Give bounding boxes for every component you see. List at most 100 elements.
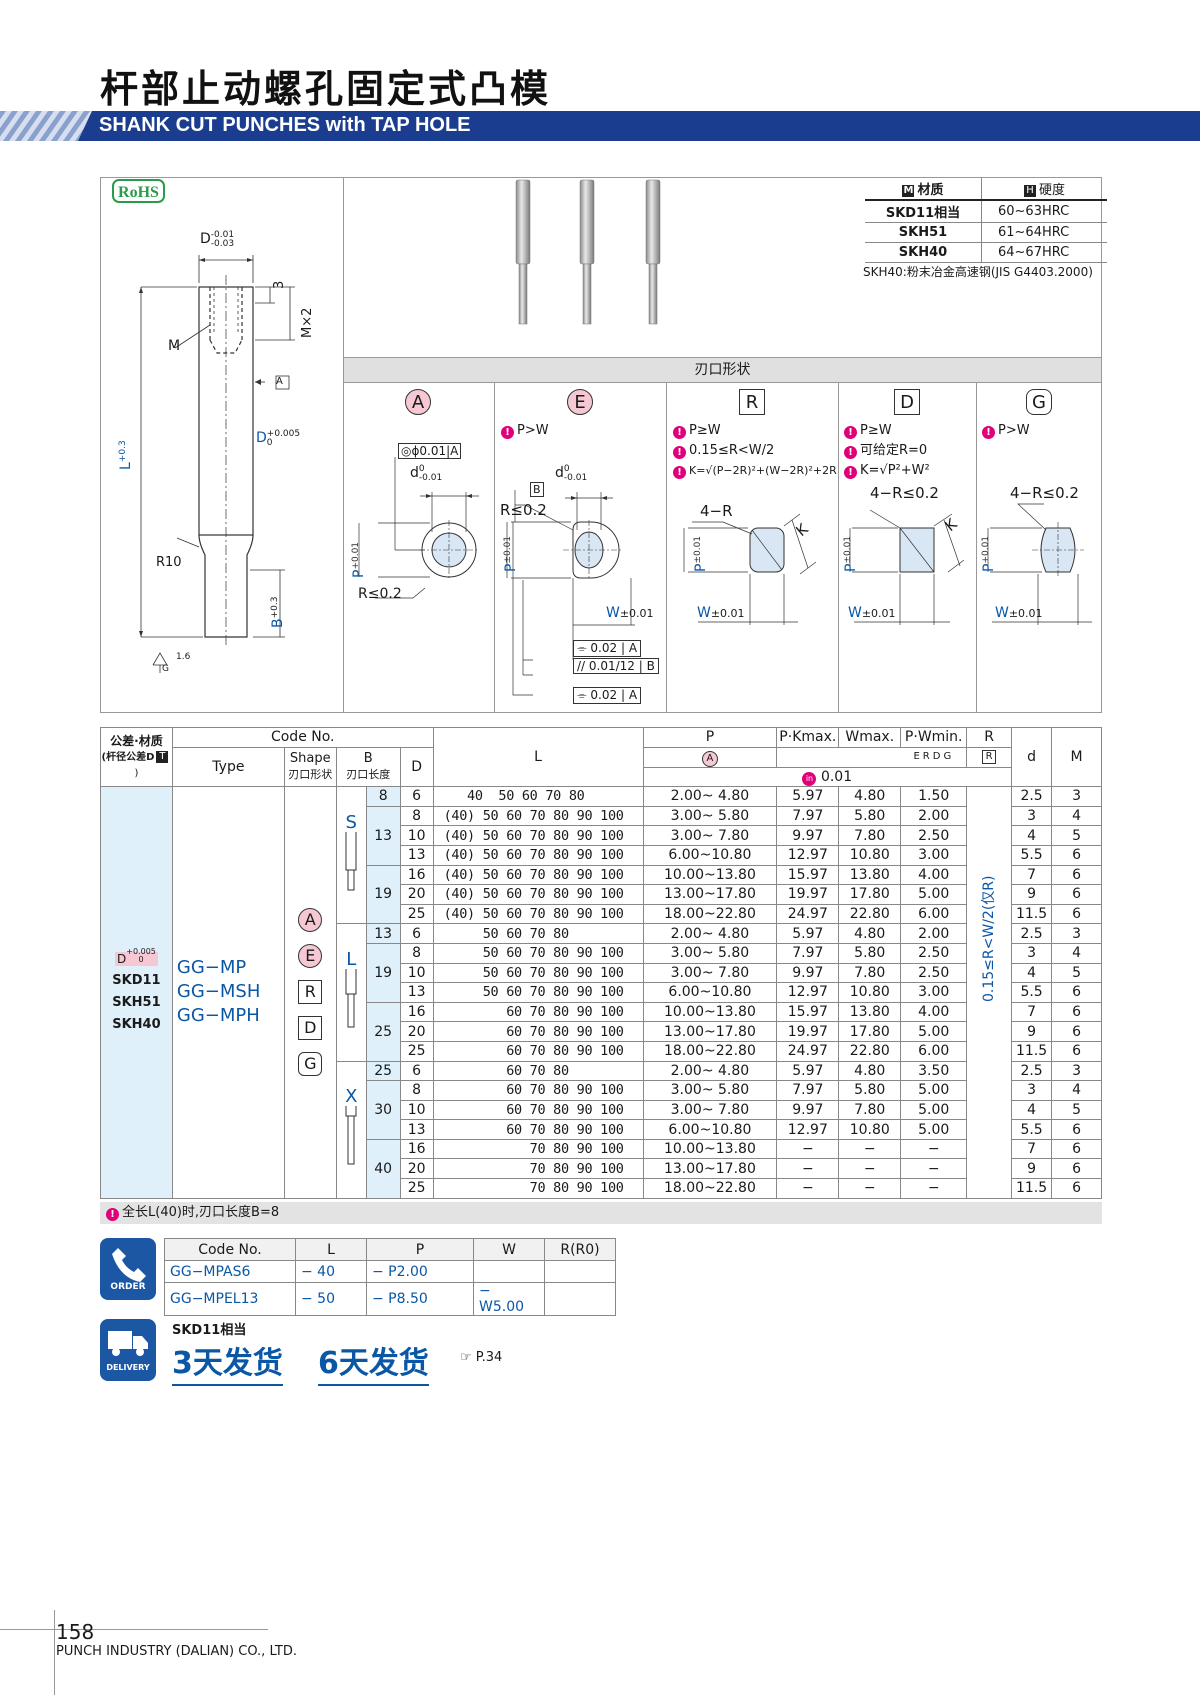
title-bar (0, 111, 1200, 141)
shape-e-w-label: W±0.01 (606, 605, 654, 621)
frame-divider (343, 382, 1101, 383)
pkmax-header: P·Kmax. (776, 727, 840, 748)
frame-divider (494, 382, 495, 713)
shape-r-radius-label: 4−R (700, 502, 733, 520)
shape-e-d-label: d0-0.01 (555, 464, 588, 483)
frame-divider (976, 382, 977, 713)
r-range-cell: 0.15≤R<W/2(仅R) (966, 786, 1013, 1199)
shape-r-p-label: P±0.01 (693, 535, 709, 572)
r-shape-note: R (966, 746, 1013, 768)
table-header-row: in 0.01 (101, 766, 1102, 788)
shape-d-radius-label: 4−R≤0.2 (870, 484, 939, 502)
shape-r-w-label: W±0.01 (697, 605, 745, 621)
shape-r-drawing (683, 513, 817, 625)
shape-d-w-label: W±0.01 (848, 605, 896, 621)
frame-divider (343, 177, 344, 713)
wmax-header: Wmax. (838, 727, 902, 748)
w-shapes-note: ERDG (776, 746, 968, 768)
order-row: GG−MPAS6− 40− P2.00 (164, 1260, 616, 1283)
code-no-header: Code No. (171, 727, 434, 748)
shape-d-p-label: P±0.01 (843, 535, 859, 572)
concentricity-callout: ◎ϕ0.01|A (398, 443, 462, 459)
page-reference-link[interactable]: ☞ P.34 (460, 1350, 503, 1365)
delivery-6day: 6天发货 (318, 1338, 429, 1386)
p-header: P (642, 727, 778, 748)
s-type-cell: S (335, 786, 367, 925)
shape-g-p-label: P+0.01 (981, 535, 997, 572)
x-type-cell: X (335, 1060, 367, 1199)
shape-g-conditions: !P>W (982, 421, 1030, 441)
order-row: GG−MPEL13− 50− P8.50− W5.00 (164, 1282, 616, 1316)
material-note: SKH40:粉末冶金高速钢(JIS G4403.2000) (863, 265, 1093, 279)
shape-d-drawing (849, 509, 965, 625)
shape-e-marker: E (567, 389, 593, 415)
frame-divider (838, 382, 839, 713)
shape-a-p-label: P+0.01 (351, 541, 367, 578)
frame-divider (666, 382, 667, 713)
company-name: PUNCH INDUSTRY (DALIAN) CO., LTD. (56, 1644, 297, 1659)
depth-label: 3 (272, 280, 287, 289)
tap-size-label: M (168, 338, 181, 354)
shape-e-p-label: P±0.01 (503, 535, 519, 572)
shape-g-drawing (987, 503, 1092, 625)
table-note: !全长L(40)时,刃口长度B=8 (100, 1202, 1102, 1224)
d-header: D (399, 746, 434, 788)
r-header: R (966, 727, 1013, 748)
tap-depth-label: M×2 (300, 307, 315, 338)
l-type-cell: L (335, 923, 367, 1062)
shape-e-drawing (506, 490, 635, 696)
shape-e-conditions: !P>W (501, 421, 549, 441)
page-title: 杆部止动螺孔固定式凸模 (100, 67, 552, 111)
footer-rule (0, 1629, 268, 1630)
radius-label: R10 (156, 555, 182, 570)
shank-diameter-label: D-0.01-0.03 (200, 230, 235, 249)
frame-divider (343, 357, 1101, 358)
shape-a-drawing (358, 457, 479, 599)
delivery-icon: DELIVERY (100, 1319, 156, 1381)
flatness-callout: ⌯ 0.02 | A (573, 640, 642, 657)
page-subtitle: SHANK CUT PUNCHES with TAP HOLE (99, 114, 471, 136)
punch-drawing (139, 255, 295, 673)
order-icon: ORDER (100, 1238, 156, 1300)
l-header: L (432, 726, 644, 788)
tolerance-row: in 0.01 (642, 766, 1013, 788)
shape-a-marker: A (405, 389, 431, 415)
product-photo (515, 179, 661, 325)
grind-mark: G (162, 664, 169, 674)
datum-b-box: B (530, 482, 544, 497)
shape-d-marker: D (894, 389, 920, 415)
roughness-label: 1.6 (176, 652, 191, 662)
page-number: 158 (56, 1620, 95, 1644)
rohs-badge: RoHS (112, 179, 165, 203)
d-small-header: d (1011, 726, 1053, 788)
shape-a-d-label: d0-0.01 (410, 464, 443, 483)
parallelism-callout: // 0.01/12 | B (573, 658, 659, 674)
shape-r-conditions: !P≥W !0.15≤R<W/2 !K=√(P−2R)²+(W−2R)²+2R (673, 421, 837, 481)
delivery-material: SKD11相当 (172, 1323, 247, 1338)
shape-g-w-label: W±0.01 (995, 605, 1043, 621)
datum-a-label: A (276, 376, 283, 387)
symmetry-callout: ⌯ 0.02 | A (573, 687, 642, 704)
tip-shape-header: 刃口形状 (344, 358, 1101, 382)
